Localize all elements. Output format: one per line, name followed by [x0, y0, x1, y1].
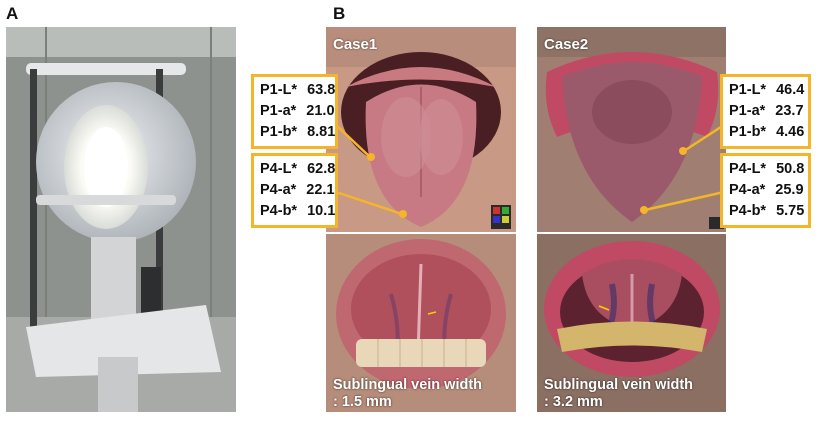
case1-vein-value: : 1.5 mm [333, 394, 392, 410]
case1-p1-row: P1-b*8.81 [260, 124, 336, 140]
case2-title: Case2 [544, 36, 589, 53]
case1-p4-box: P4-L*62.8 P4-a*22.1 P4-b*10.1 [251, 153, 338, 228]
case2-vein-value: : 3.2 mm [544, 394, 603, 410]
case2-p4-row: P4-L*50.8 [729, 161, 805, 177]
case1-vein-label: Sublingual vein width : 1.5 mm [333, 377, 482, 411]
case1-p1-row: P1-a*21.0 [260, 103, 335, 119]
panel-a-label: A [6, 4, 19, 23]
case2-sublingual-photo [537, 234, 726, 412]
case1-p4-row: P4-L*62.8 [260, 161, 336, 177]
case1-p4-row: P4-b*10.1 [260, 203, 336, 219]
case2-p1-row: P1-b*4.46 [729, 124, 805, 140]
case2-tongue-photo [537, 27, 726, 232]
case1-p1-row: P1-L*63.8 [260, 82, 336, 98]
case2-p1-row: P1-L*46.4 [729, 82, 805, 98]
case2-p1-row: P1-a*23.7 [729, 103, 804, 119]
case2-vein-title: Sublingual vein width [544, 377, 694, 393]
case1-title: Case1 [333, 36, 378, 53]
case2-p4-row: P4-a*25.9 [729, 182, 804, 198]
case2-vein-label: Sublingual vein width : 3.2 mm [544, 377, 693, 411]
case1-tongue-photo [326, 27, 516, 232]
case1-sublingual-photo [326, 234, 516, 412]
case1-vein-title: Sublingual vein width [333, 377, 483, 393]
device-photo [6, 27, 236, 412]
case2-p4-row: P4-b*5.75 [729, 203, 805, 219]
case2-p1-box: P1-L*46.4 P1-a*23.7 P1-b*4.46 [720, 74, 811, 149]
case1-p1-box: P1-L*63.8 P1-a*21.0 P1-b*8.81 [251, 74, 338, 149]
panel-b-label: B [333, 4, 346, 23]
case1-p4-row: P4-a*22.1 [260, 182, 335, 198]
case2-p4-box: P4-L*50.8 P4-a*25.9 P4-b*5.75 [720, 153, 811, 228]
